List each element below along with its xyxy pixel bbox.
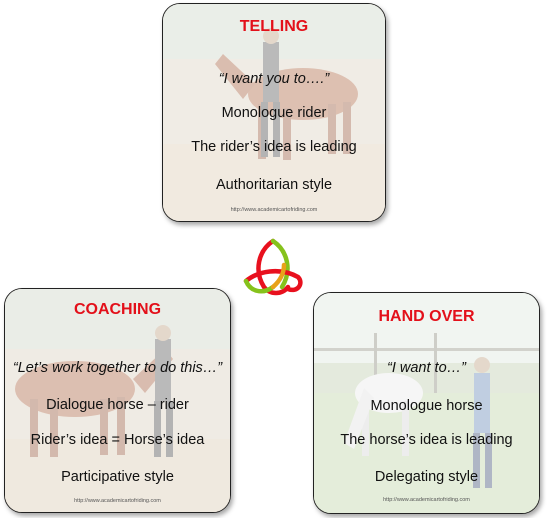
telling-card: TELLING “I want you to….” Monologue ride… [162, 3, 386, 222]
handover-line-2: The horse’s idea is leading [340, 432, 513, 448]
handover-url: http://www.academicartofriding.com [383, 497, 470, 503]
handover-line-3: Delegating style [374, 469, 479, 485]
handover-line-1: Monologue horse [370, 398, 483, 414]
coaching-quote: “Let’s work together to do this…” [12, 360, 223, 376]
triquetra-knot-icon [243, 238, 303, 296]
coaching-url: http://www.academicartofriding.com [74, 498, 161, 504]
handover-title: HAND OVER [378, 308, 475, 325]
handover-quote: “I want to…” [387, 360, 466, 376]
telling-line-2: The rider’s idea is leading [191, 139, 357, 155]
telling-url: http://www.academicartofriding.com [230, 207, 318, 213]
coaching-line-3: Participative style [61, 469, 174, 485]
telling-quote: “I want you to….” [218, 71, 330, 87]
coaching-card: COACHING “Let’s work together to do this… [4, 288, 231, 513]
coaching-line-1: Dialogue horse – rider [46, 397, 189, 413]
telling-title: TELLING [239, 18, 309, 35]
telling-line-1: Monologue rider [221, 105, 327, 121]
telling-line-3: Authoritarian style [215, 177, 333, 193]
coaching-title: COACHING [73, 301, 162, 318]
coaching-line-2: Rider’s idea = Horse’s idea [30, 432, 205, 448]
handover-card: HAND OVER “I want to…” Monologue horse T… [313, 292, 540, 514]
